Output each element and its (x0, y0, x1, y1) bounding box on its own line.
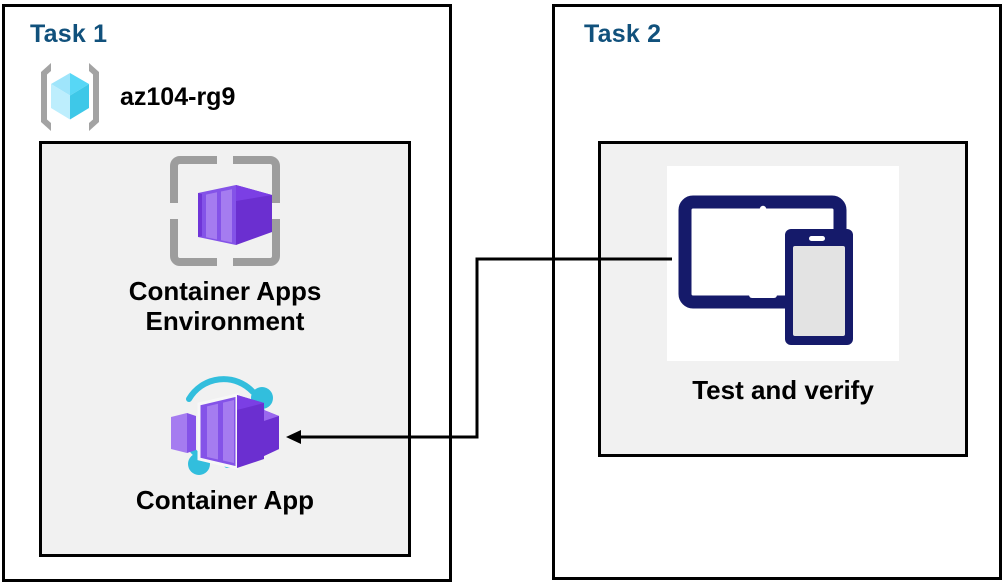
node-container-app: Container App (59, 375, 391, 515)
test-and-verify-devices-icon (667, 166, 899, 361)
container-app-icon (165, 375, 285, 477)
node-test-and-verify: Test and verify (612, 166, 954, 405)
azure-resource-group-icon (34, 60, 106, 134)
task-2-title: Task 2 (584, 20, 662, 48)
resource-group-label: az104-rg9 (120, 83, 235, 112)
node-container-apps-environment: Container Apps Environment (59, 152, 391, 336)
container-app-label: Container App (135, 485, 315, 515)
container-apps-environment-icon (166, 152, 284, 270)
container-apps-environment-label: Container Apps Environment (128, 276, 322, 337)
task-1-title: Task 1 (30, 20, 108, 48)
resource-group-name: az104-rg9 (120, 82, 236, 111)
test-and-verify-label: Test and verify (692, 375, 874, 405)
resource-group-row: az104-rg9 (34, 60, 235, 134)
